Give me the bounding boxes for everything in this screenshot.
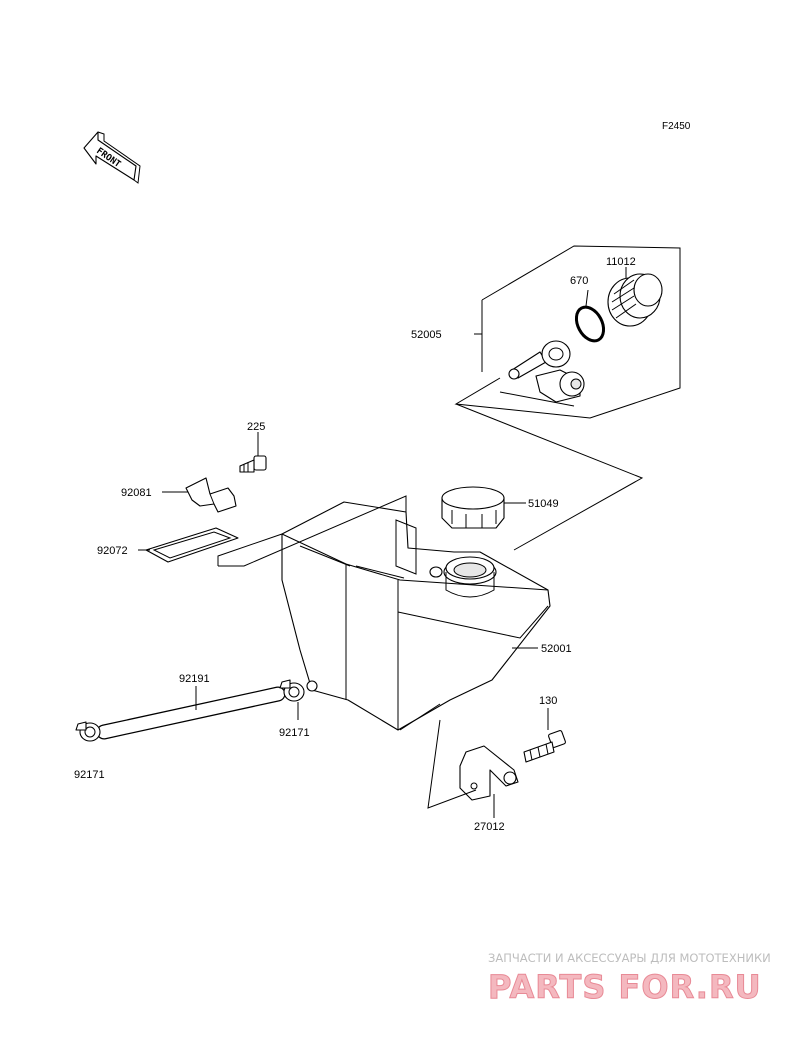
hose-92191-part xyxy=(96,686,286,740)
label-11012: 11012 xyxy=(606,256,636,268)
front-arrow-icon: FRONT xyxy=(83,131,141,184)
bolt-130-part xyxy=(523,730,566,763)
label-92072: 92072 xyxy=(97,545,128,557)
tank-cap-part xyxy=(441,486,505,529)
label-92171-left: 92171 xyxy=(74,769,105,781)
label-51049: 51049 xyxy=(528,498,559,510)
o-ring-part xyxy=(574,305,606,343)
watermark-tagline: ЗАПЧАСТИ И АКСЕССУАРЫ ДЛЯ МОТОТЕХНИКИ xyxy=(488,951,771,965)
gasket-92072-part xyxy=(145,527,239,563)
label-670: 670 xyxy=(570,275,588,287)
bracket-27012-part xyxy=(459,745,519,801)
label-52001: 52001 xyxy=(541,643,572,655)
figure-code: F2450 xyxy=(662,121,691,132)
label-130: 130 xyxy=(539,695,557,707)
label-92081: 92081 xyxy=(121,487,152,499)
label-92171-right: 92171 xyxy=(279,727,310,739)
filler-cap-part xyxy=(607,273,663,327)
filler-neck-part xyxy=(508,340,585,403)
clamp-92171-right-part xyxy=(279,679,305,702)
clamp-92171-left-part xyxy=(75,721,101,742)
label-52005: 52005 xyxy=(411,329,442,341)
reservoir-tank-part xyxy=(281,501,551,731)
label-27012: 27012 xyxy=(474,821,505,833)
clip-92081-part xyxy=(185,477,237,513)
watermark-logo: PARTS FOR.RU xyxy=(488,968,762,1006)
label-225: 225 xyxy=(247,421,265,433)
bolt-225-part xyxy=(239,455,267,473)
label-92191: 92191 xyxy=(179,673,210,685)
